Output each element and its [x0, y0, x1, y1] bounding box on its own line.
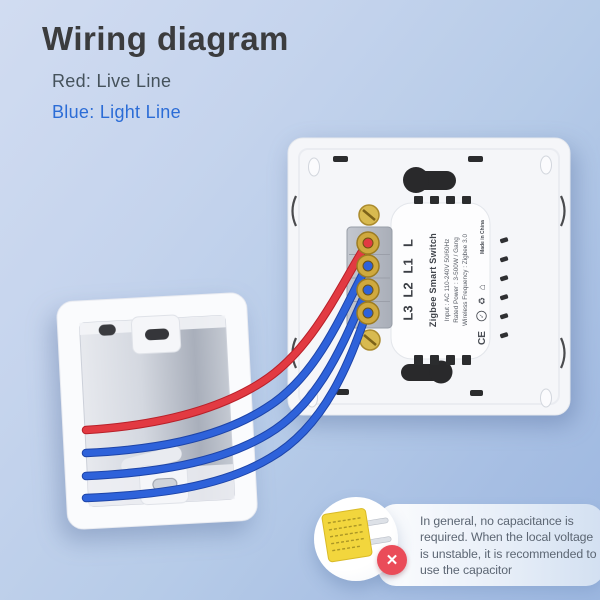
capacitor-note-panel: In general, no capacitance is required. …	[378, 504, 600, 586]
plate-inner-line	[298, 148, 560, 405]
module-label-print: Zigbee Smart Switch Input : AC 110-240V …	[428, 220, 488, 345]
check-circle-icon	[476, 310, 487, 322]
no-capacitor-badge: ✕	[377, 545, 407, 575]
terminal-rings	[356, 231, 380, 325]
terminal-label-l3: L3	[401, 305, 416, 320]
box-inner-slot	[98, 324, 116, 336]
module-tabs	[414, 196, 471, 365]
made-in-china-label: Made in China	[480, 220, 486, 254]
product-name: Zigbee Smart Switch	[428, 233, 438, 327]
note-line-1: In general, no capacitance is	[420, 514, 574, 528]
light-wire-2	[82, 288, 370, 480]
cable-sheath	[121, 446, 182, 474]
corner-screw-hole	[308, 157, 320, 177]
corner-screw-hole	[540, 155, 552, 175]
terminal-label-l: L	[401, 239, 416, 247]
side-clip	[559, 337, 566, 369]
plate-slot	[336, 389, 349, 395]
plate-slot	[333, 156, 348, 162]
capacitor-body	[321, 508, 373, 563]
box-screw-slot-top	[145, 328, 170, 341]
plate-slot	[468, 156, 483, 162]
enclosure-icon: ⌂	[477, 284, 488, 290]
capacitor-illustration	[321, 508, 392, 563]
note-line-2: required. When the local voltage	[420, 530, 594, 545]
wires	[81, 240, 371, 503]
recycle-icon: ♻	[477, 297, 487, 305]
spec-wireless-frequency: Wireless Frequency : Zigbee 3.0	[462, 234, 469, 326]
capacitor-lead	[369, 536, 392, 545]
vent-slots	[499, 237, 509, 339]
live-wire	[82, 241, 370, 434]
light-wire-3	[82, 311, 370, 502]
light-wire-1	[82, 264, 370, 457]
ce-mark-icon: CE	[477, 331, 488, 345]
x-icon: ✕	[385, 552, 399, 569]
header: Wiring diagram Red: Live Line Blue: Ligh…	[42, 20, 289, 123]
terminal-hole-light	[362, 260, 374, 272]
legend-live-line: Red: Live Line	[52, 71, 172, 91]
capacitor-print	[327, 516, 365, 552]
terminal-hole-light	[362, 307, 374, 319]
wire-color-legend: Red: Live Line Blue: Light Line	[42, 71, 289, 123]
corner-screw-hole	[540, 388, 552, 408]
terminal-label-l2: L2	[401, 282, 416, 297]
check-icon: ✓	[480, 313, 486, 318]
spec-rated-power: Rated Power : 3-500W / Gang	[453, 237, 460, 323]
mounting-screw-top	[358, 204, 380, 226]
legend-light-line: Blue: Light Line	[52, 102, 181, 122]
terminal-hole-live	[362, 237, 374, 249]
capacitor-lead	[366, 517, 389, 526]
note-line-3: is unstable, it is recommended to	[420, 546, 597, 561]
keyhole-mount-top	[403, 167, 456, 193]
terminal-hole-light	[362, 284, 374, 296]
plate-slot	[470, 390, 483, 396]
side-clip	[559, 195, 566, 227]
terminal-label-l1: L1	[401, 258, 416, 273]
keyhole-mount-bottom	[401, 360, 453, 384]
note-line-4: use the capacitor	[420, 563, 512, 578]
side-clip	[291, 195, 298, 227]
spec-input: Input : AC 110-240V 50/60Hz	[444, 239, 451, 322]
page-title: Wiring diagram	[42, 20, 289, 57]
